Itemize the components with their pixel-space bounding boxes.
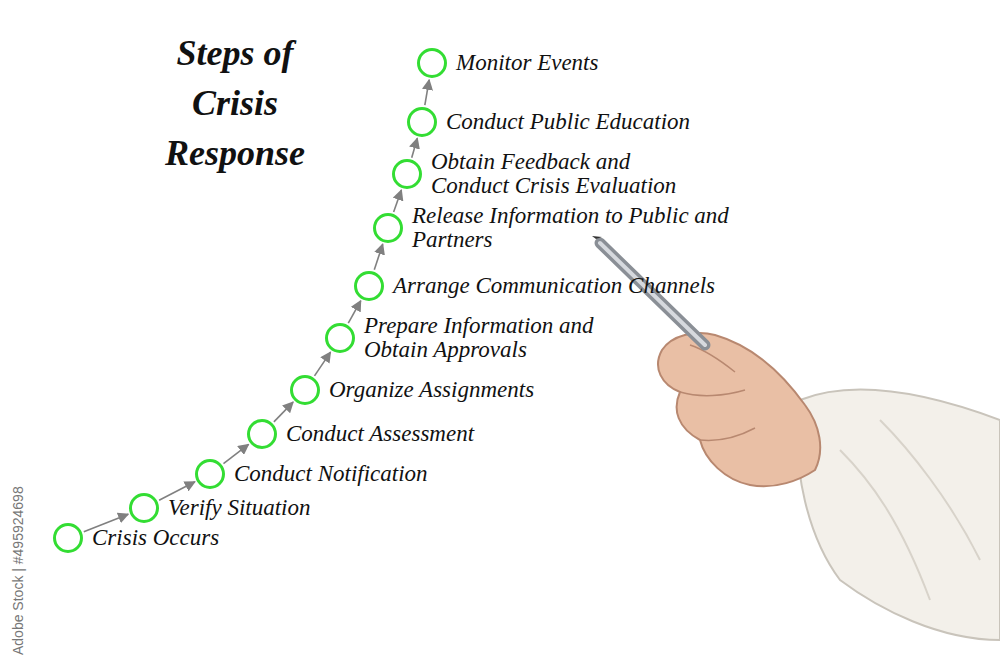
hand xyxy=(658,333,820,486)
step-arrow xyxy=(425,80,429,105)
step-circle: Organize Assignments xyxy=(290,375,320,405)
step-circle: Arrange Communication Channels xyxy=(354,271,384,301)
step-circle: Release Information to Public and Partne… xyxy=(373,213,403,243)
step-circle: Monitor Events xyxy=(417,48,447,78)
step-circle: Crisis Occurs xyxy=(53,523,83,553)
step-arrow xyxy=(374,244,382,270)
step-circle: Obtain Feedback and Conduct Crisis Evalu… xyxy=(392,159,422,189)
step-arrow xyxy=(394,190,402,212)
step-circle: Verify Situation xyxy=(129,493,159,523)
finger-line xyxy=(680,345,755,440)
step-arrow xyxy=(348,301,360,323)
step-circle: Conduct Public Education xyxy=(407,107,437,137)
step-circle: Prepare Information and Obtain Approvals xyxy=(325,323,355,353)
step-arrow xyxy=(274,402,293,422)
step-circle: Conduct Notification xyxy=(195,459,225,489)
watermark: Adobe Stock | #495924698 xyxy=(10,486,26,655)
step-arrow xyxy=(223,444,248,463)
step-arrow xyxy=(412,138,418,157)
step-label: Conduct Notification xyxy=(234,462,554,486)
step-label: Conduct Public Education xyxy=(446,110,846,134)
step-label: Arrange Communication Channels xyxy=(393,274,813,298)
step-label: Obtain Feedback and Conduct Crisis Evalu… xyxy=(431,150,706,198)
step-circle: Conduct Assessment xyxy=(247,419,277,449)
shirt-sleeve xyxy=(797,390,1000,640)
step-label: Organize Assignments xyxy=(329,378,649,402)
sleeve-fold xyxy=(840,420,980,600)
diagram-title: Steps of Crisis Response xyxy=(130,28,340,178)
pen-tip xyxy=(592,236,602,239)
step-label: Release Information to Public and Partne… xyxy=(412,204,732,252)
step-label: Conduct Assessment xyxy=(286,422,606,446)
step-label: Crisis Occurs xyxy=(92,526,392,550)
step-arrow xyxy=(314,352,330,376)
step-label: Prepare Information and Obtain Approvals xyxy=(364,314,614,362)
step-label: Verify Situation xyxy=(168,496,468,520)
step-label: Monitor Events xyxy=(456,51,856,75)
